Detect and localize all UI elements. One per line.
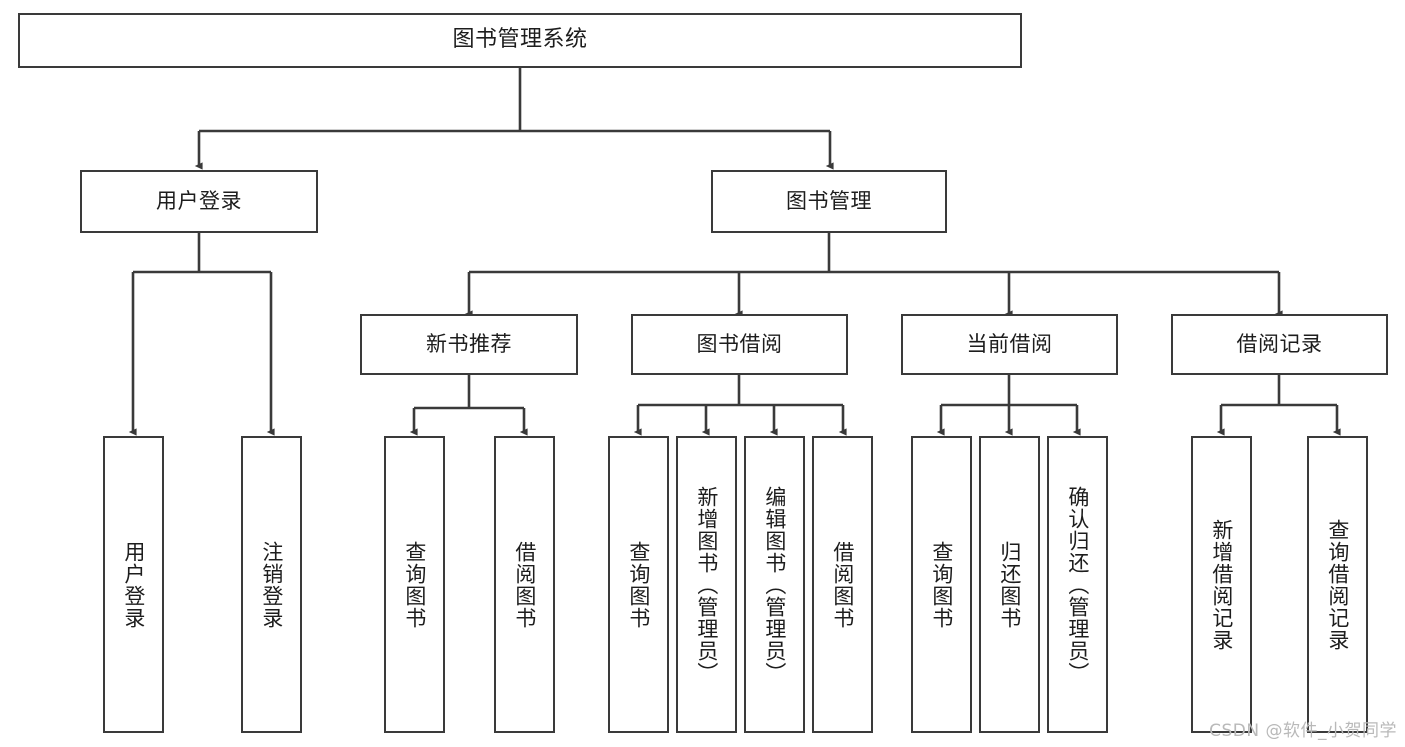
node-label: 查询借阅记录 bbox=[1325, 518, 1350, 651]
node-label: 归还图书 bbox=[997, 540, 1022, 629]
leaf-borrow-book-recommend[interactable]: 借阅图书 bbox=[494, 436, 555, 733]
node-current-borrow[interactable]: 当前借阅 bbox=[901, 314, 1118, 375]
node-label: 编辑图书（管理员） bbox=[762, 485, 787, 684]
leaf-edit-book[interactable]: 编辑图书（管理员） bbox=[744, 436, 805, 733]
node-label: 新增图书（管理员） bbox=[694, 485, 719, 684]
node-label: 注销登录 bbox=[259, 540, 284, 629]
node-label: 图书借阅 bbox=[696, 331, 783, 356]
node-label: 用户登录 bbox=[121, 540, 146, 629]
node-label: 查询图书 bbox=[929, 540, 954, 629]
node-label: 新增借阅记录 bbox=[1209, 518, 1234, 651]
node-label: 图书管理系统 bbox=[452, 27, 588, 53]
node-label: 新书推荐 bbox=[426, 331, 512, 356]
node-label: 查询图书 bbox=[402, 540, 427, 629]
leaf-query-book-current[interactable]: 查询图书 bbox=[911, 436, 972, 733]
node-root-system[interactable]: 图书管理系统 bbox=[18, 13, 1022, 68]
leaf-query-book-recommend[interactable]: 查询图书 bbox=[384, 436, 445, 733]
watermark-text: CSDN @软件_小贺同学 bbox=[1209, 721, 1397, 741]
node-label: 用户登录 bbox=[156, 188, 242, 213]
node-label: 确认归还（管理员） bbox=[1065, 485, 1090, 684]
leaf-confirm-return[interactable]: 确认归还（管理员） bbox=[1047, 436, 1108, 733]
node-borrow-record[interactable]: 借阅记录 bbox=[1171, 314, 1388, 375]
node-label: 借阅记录 bbox=[1236, 331, 1323, 356]
node-label: 当前借阅 bbox=[966, 331, 1053, 356]
node-book-borrow[interactable]: 图书借阅 bbox=[631, 314, 848, 375]
leaf-add-book[interactable]: 新增图书（管理员） bbox=[676, 436, 737, 733]
leaf-query-book-borrow[interactable]: 查询图书 bbox=[608, 436, 669, 733]
leaf-logout-login[interactable]: 注销登录 bbox=[241, 436, 302, 733]
leaf-return-book[interactable]: 归还图书 bbox=[979, 436, 1040, 733]
node-label: 图书管理 bbox=[786, 188, 872, 213]
node-book-manage[interactable]: 图书管理 bbox=[711, 170, 947, 233]
leaf-add-borrow-record[interactable]: 新增借阅记录 bbox=[1191, 436, 1252, 733]
node-label: 查询图书 bbox=[626, 540, 651, 629]
node-label: 借阅图书 bbox=[830, 540, 855, 629]
leaf-borrow-book[interactable]: 借阅图书 bbox=[812, 436, 873, 733]
node-label: 借阅图书 bbox=[512, 540, 537, 629]
node-new-book-recommend[interactable]: 新书推荐 bbox=[360, 314, 578, 375]
node-user-login[interactable]: 用户登录 bbox=[80, 170, 318, 233]
leaf-user-login[interactable]: 用户登录 bbox=[103, 436, 164, 733]
leaf-query-borrow-record[interactable]: 查询借阅记录 bbox=[1307, 436, 1368, 733]
